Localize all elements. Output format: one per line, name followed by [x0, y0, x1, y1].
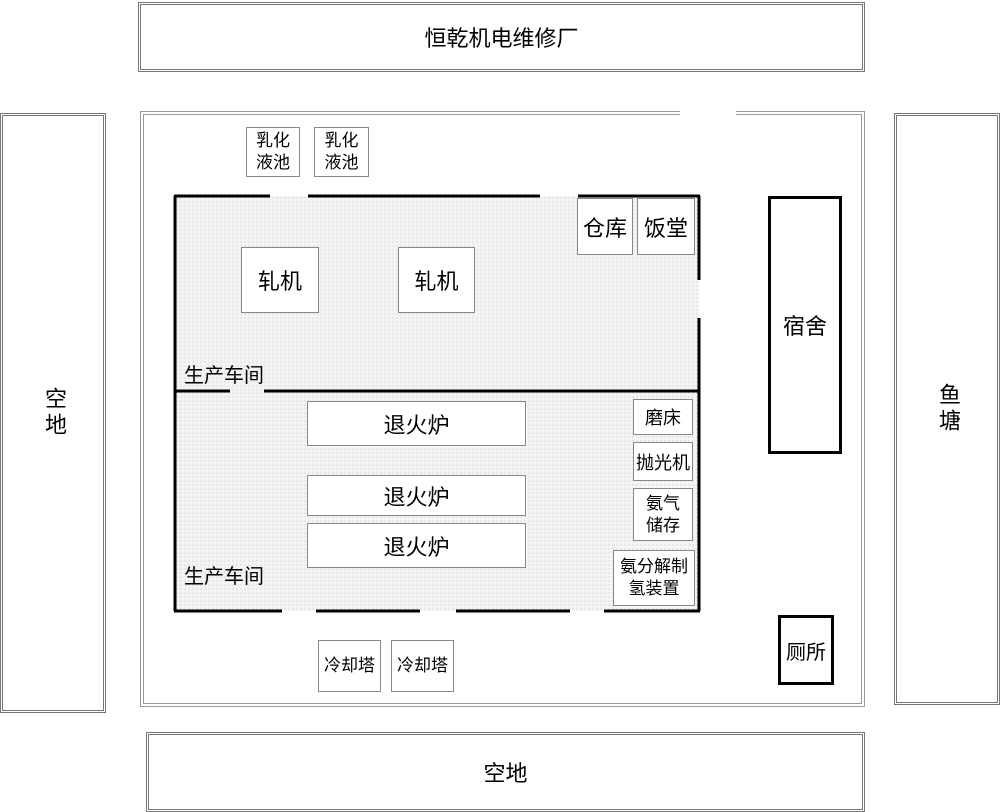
site-boundary [140, 111, 865, 707]
workshop-upper-label: 生产车间 [184, 363, 264, 387]
polisher-label: 抛光机 [636, 452, 690, 474]
top-neighbor-factory: 恒乾机电维修厂 [138, 2, 865, 72]
toilet-label: 厕所 [786, 639, 826, 664]
rolling-mill-1-label: 轧机 [257, 270, 302, 295]
left-empty-land-label: 空地 [41, 387, 66, 439]
bottom-empty-land: 空地 [146, 732, 865, 812]
left-empty-land: 空地 [0, 113, 106, 713]
emulsion-pool-1: 乳化 液池 [246, 127, 300, 177]
cooling-tower-1-label: 冷却塔 [324, 656, 375, 676]
emulsion-pool-1-label: 乳化 液池 [256, 131, 290, 173]
right-fish-pond-label: 鱼塘 [935, 383, 960, 435]
canteen: 饭堂 [637, 198, 695, 255]
rolling-mill-2-label: 轧机 [414, 270, 459, 295]
hydrogen-production-unit-label: 氨分解制 氢装置 [620, 557, 688, 599]
annealing-furnace-2-label: 退火炉 [383, 485, 450, 511]
ammonia-storage: 氨气 储存 [633, 488, 693, 541]
cooling-tower-1: 冷却塔 [318, 640, 381, 692]
ammonia-storage-label: 氨气 储存 [646, 493, 680, 536]
bottom-empty-land-label: 空地 [483, 762, 528, 787]
rolling-mill-2: 轧机 [398, 247, 475, 313]
dormitory: 宿舍 [768, 196, 842, 454]
annealing-furnace-1-label: 退火炉 [383, 413, 450, 439]
grinder-label: 磨床 [645, 408, 681, 429]
polisher: 抛光机 [633, 442, 693, 481]
dormitory-label: 宿舍 [782, 315, 827, 340]
right-fish-pond: 鱼塘 [894, 113, 1000, 705]
annealing-furnace-3: 退火炉 [307, 523, 526, 568]
top-neighbor-label: 恒乾机电维修厂 [424, 27, 579, 52]
grinder: 磨床 [633, 399, 693, 435]
site-entrance-gap [680, 108, 736, 118]
warehouse: 仓库 [577, 198, 633, 255]
annealing-furnace-1: 退火炉 [307, 401, 526, 446]
cooling-tower-2-label: 冷却塔 [397, 656, 448, 676]
toilet: 厕所 [778, 615, 834, 685]
cooling-tower-2: 冷却塔 [391, 640, 454, 692]
annealing-furnace-2: 退火炉 [307, 475, 526, 516]
emulsion-pool-2: 乳化 液池 [314, 127, 369, 177]
hydrogen-production-unit: 氨分解制 氢装置 [613, 550, 695, 606]
warehouse-label: 仓库 [582, 216, 627, 242]
workshop-lower-label: 生产车间 [184, 564, 264, 588]
canteen-label: 饭堂 [643, 216, 688, 242]
annealing-furnace-3-label: 退火炉 [383, 535, 450, 561]
emulsion-pool-2-label: 乳化 液池 [324, 131, 359, 173]
rolling-mill-1: 轧机 [241, 247, 319, 313]
